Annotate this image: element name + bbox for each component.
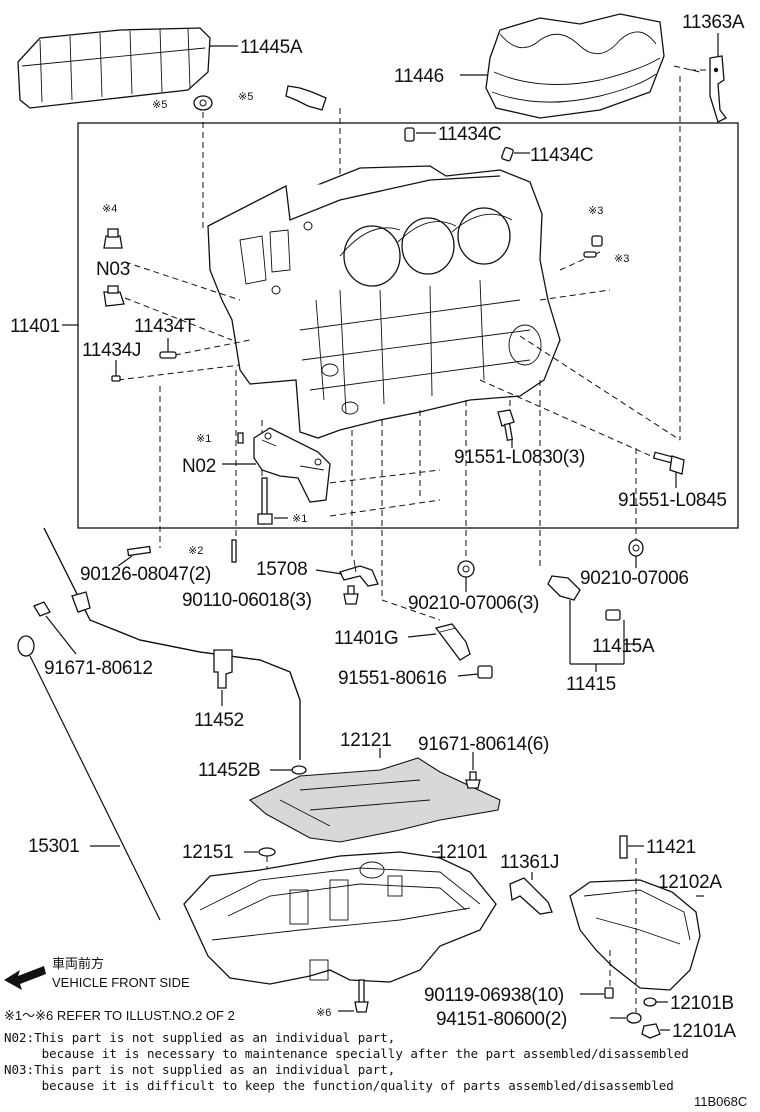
nut-94151-80600 bbox=[626, 1012, 642, 1024]
label-n03: N03 bbox=[96, 259, 130, 280]
label-11452: 11452 bbox=[194, 710, 244, 731]
dipstick-15301-drawing bbox=[17, 635, 161, 921]
label-11434c-1: 11434C bbox=[438, 124, 501, 145]
stud-11421 bbox=[619, 835, 628, 859]
pin-11434t bbox=[159, 351, 177, 359]
bolt-90110-06018 bbox=[343, 585, 359, 605]
washer-90210-07006-3 bbox=[457, 560, 475, 578]
pin-m3a bbox=[591, 235, 603, 247]
oil-pan-12102a-drawing bbox=[569, 879, 701, 991]
label-n02: N02 bbox=[182, 456, 216, 477]
label-11434c-2: 11434C bbox=[530, 145, 593, 166]
stud-90126-08047 bbox=[126, 545, 152, 557]
o-ring-11452b bbox=[291, 765, 307, 775]
front-label-en: VEHICLE FRONT SIDE bbox=[52, 975, 190, 990]
nut-m5-left bbox=[193, 95, 213, 111]
label-11445a: 11445A bbox=[240, 37, 303, 58]
label-m2: ※2 bbox=[188, 545, 203, 557]
label-m3b: ※3 bbox=[614, 253, 629, 265]
bolt-m1b bbox=[257, 477, 273, 525]
sensor-11401g-drawing bbox=[434, 623, 471, 661]
label-91671-80614: 91671-80614(6) bbox=[418, 734, 549, 755]
bolt-91551-l0845 bbox=[652, 451, 685, 475]
oil-pan-12101-drawing bbox=[183, 851, 497, 985]
label-11434j: 11434J bbox=[82, 340, 141, 361]
bracket-11363a-drawing bbox=[709, 55, 727, 123]
n02-bracket-drawing bbox=[253, 427, 331, 503]
cylinder-block-drawing bbox=[207, 165, 561, 439]
insulator-11445a-drawing bbox=[17, 27, 211, 109]
label-11446: 11446 bbox=[394, 66, 444, 87]
label-90210-07006: 90210-07006 bbox=[580, 568, 689, 589]
label-94151-80600: 94151-80600(2) bbox=[436, 1009, 567, 1030]
label-11415a: 11415A bbox=[592, 636, 655, 657]
bolt-90119-06938 bbox=[604, 987, 614, 999]
n03-bolt bbox=[103, 285, 125, 307]
bolt-91671-80614 bbox=[465, 771, 481, 789]
pin-m3b bbox=[583, 251, 597, 258]
label-m5-right: ※5 bbox=[238, 91, 253, 103]
label-11415: 11415 bbox=[566, 674, 616, 695]
note-n03-line2: because it is difficult to keep the func… bbox=[4, 1078, 674, 1093]
label-91551-80616: 91551-80616 bbox=[338, 668, 447, 689]
front-label-jp: 車両前方 bbox=[52, 956, 104, 971]
label-11434t: 11434T bbox=[134, 316, 196, 337]
label-m1a: ※1 bbox=[196, 433, 211, 445]
pin-11434c-1 bbox=[404, 127, 415, 142]
label-12121: 12121 bbox=[340, 730, 391, 751]
bolt-91671-80612 bbox=[33, 601, 51, 617]
illustration-code: 11B068C bbox=[694, 1094, 747, 1109]
cover-11446-drawing bbox=[485, 13, 665, 119]
pin-m2 bbox=[231, 539, 237, 563]
bolt-m4 bbox=[103, 228, 123, 249]
clip-15708-drawing bbox=[339, 559, 379, 587]
label-m3a: ※3 bbox=[588, 205, 603, 217]
label-90126-08047: 90126-08047(2) bbox=[80, 564, 211, 585]
note-n02-line1: N02:This part is not supplied as an indi… bbox=[4, 1030, 395, 1045]
label-90210-07006-3: 90210-07006(3) bbox=[408, 593, 539, 614]
pin-11434j bbox=[111, 375, 121, 382]
label-90110-06018: 90110-06018(3) bbox=[182, 590, 312, 611]
label-12101b: 12101B bbox=[670, 993, 734, 1014]
label-90119-06938: 90119-06938(10) bbox=[424, 985, 564, 1006]
label-12101: 12101 bbox=[436, 842, 487, 863]
label-91551-l0845: 91551-L0845 bbox=[618, 490, 727, 511]
label-12101a: 12101A bbox=[672, 1021, 736, 1042]
sensor-11415-drawing bbox=[547, 575, 621, 621]
note-n03-line1: N03:This part is not supplied as an indi… bbox=[4, 1062, 395, 1077]
front-arrow-icon bbox=[4, 966, 46, 990]
bolt-m6 bbox=[354, 979, 369, 1013]
label-m5-left: ※5 bbox=[152, 99, 167, 111]
pin-11434c-2 bbox=[501, 146, 514, 162]
pin-m1a bbox=[237, 432, 244, 444]
plug-m5-right bbox=[285, 85, 327, 111]
note-refer: ※1～※6 REFER TO ILLUST.NO.2 OF 2 bbox=[4, 1008, 235, 1023]
label-12151: 12151 bbox=[182, 842, 233, 863]
label-15708: 15708 bbox=[256, 559, 307, 580]
label-11401: 11401 bbox=[10, 316, 60, 337]
washer-90210-07006 bbox=[628, 539, 644, 557]
label-11452b: 11452B bbox=[198, 760, 260, 781]
label-m1b: ※1 bbox=[292, 513, 307, 525]
label-11421: 11421 bbox=[646, 837, 696, 858]
bolt-91551-80616 bbox=[477, 665, 493, 679]
label-11361j: 11361J bbox=[500, 852, 559, 873]
label-11363a: 11363A bbox=[682, 12, 745, 33]
label-m6: ※6 bbox=[316, 1007, 331, 1019]
gasket-12151 bbox=[258, 847, 276, 857]
label-91671-80612: 91671-80612 bbox=[44, 658, 153, 679]
note-n02-line2: because it is necessary to maintenance s… bbox=[4, 1046, 689, 1061]
plug-12101a bbox=[641, 1023, 661, 1039]
label-m4: ※4 bbox=[102, 203, 117, 215]
label-15301: 15301 bbox=[28, 836, 79, 857]
label-11401g: 11401G bbox=[334, 628, 398, 649]
bracket-11361j-drawing bbox=[509, 877, 553, 915]
bolt-91551-l0830 bbox=[497, 409, 515, 441]
label-91551-l0830: 91551-L0830(3) bbox=[454, 447, 585, 468]
label-12102a: 12102A bbox=[658, 872, 722, 893]
gasket-12101b bbox=[643, 997, 657, 1007]
baffle-plate-12121-drawing bbox=[249, 757, 501, 843]
dipstick-guide-drawing bbox=[43, 527, 301, 760]
